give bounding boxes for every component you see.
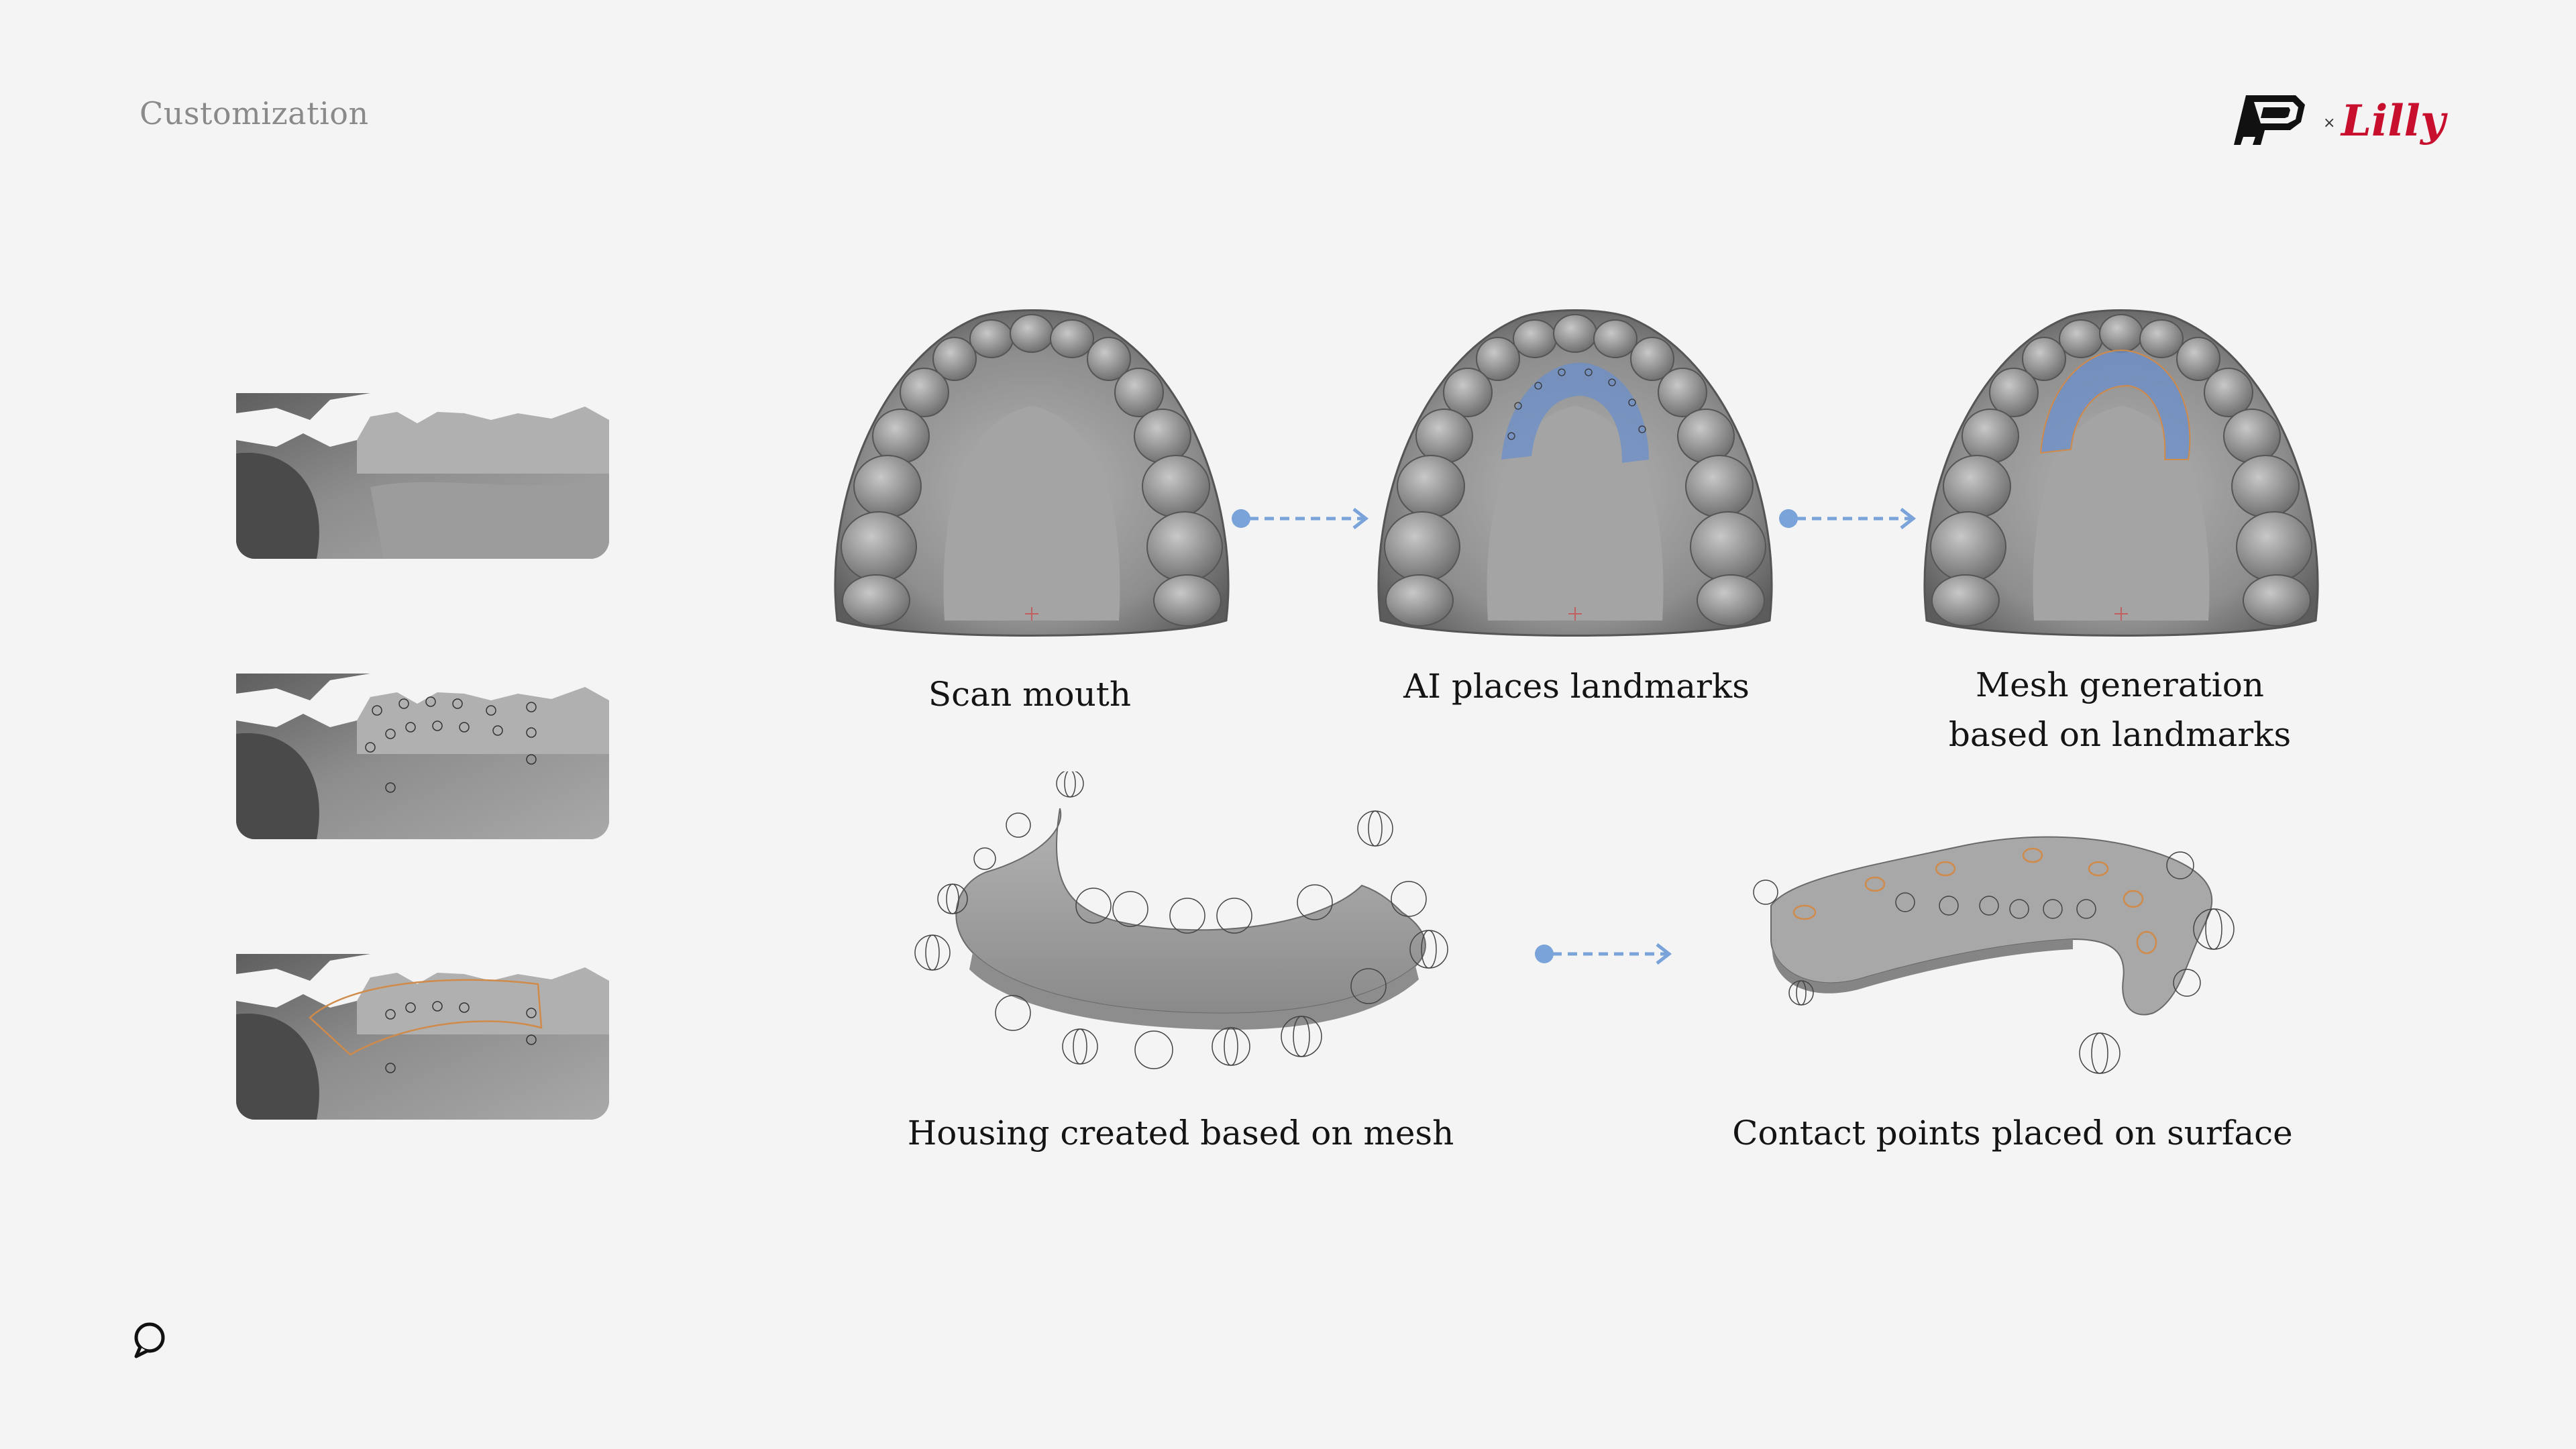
page-title: Customization [140, 95, 369, 131]
step-label-mesh-line2: based on landmarks [1948, 715, 2292, 754]
step-label-scan: Scan mouth [928, 675, 1132, 714]
chat-bubble-icon[interactable] [131, 1322, 168, 1359]
scan-thumbnail-mesh [236, 954, 609, 1120]
jaw-scan [824, 305, 1240, 654]
flow-arrow-1 [1229, 505, 1377, 532]
jaw-landmarks [1367, 305, 1783, 654]
step-label-contact-points: Contact points placed on surface [1732, 1114, 2293, 1152]
flow-arrow-2 [1776, 505, 1924, 532]
contact-points-model [1751, 805, 2261, 1087]
flow-arrow-3 [1532, 941, 1680, 967]
logo-separator: × [2323, 115, 2335, 131]
step-label-housing: Housing created based on mesh [907, 1114, 1454, 1152]
step-label-landmarks: AI places landmarks [1403, 667, 1750, 706]
scan-thumbnail-raw [236, 393, 609, 559]
partner-logos: × Lilly [2227, 87, 2449, 154]
step-label-mesh-line1: Mesh generation [1975, 665, 2265, 704]
jaw-mesh [1913, 305, 2329, 654]
lilly-logo-text: Lilly [2340, 96, 2448, 146]
purdue-lilly-logo: × Lilly [2234, 95, 2448, 146]
housing-model [899, 771, 1476, 1087]
scan-thumbnail-landmarks [236, 674, 609, 839]
